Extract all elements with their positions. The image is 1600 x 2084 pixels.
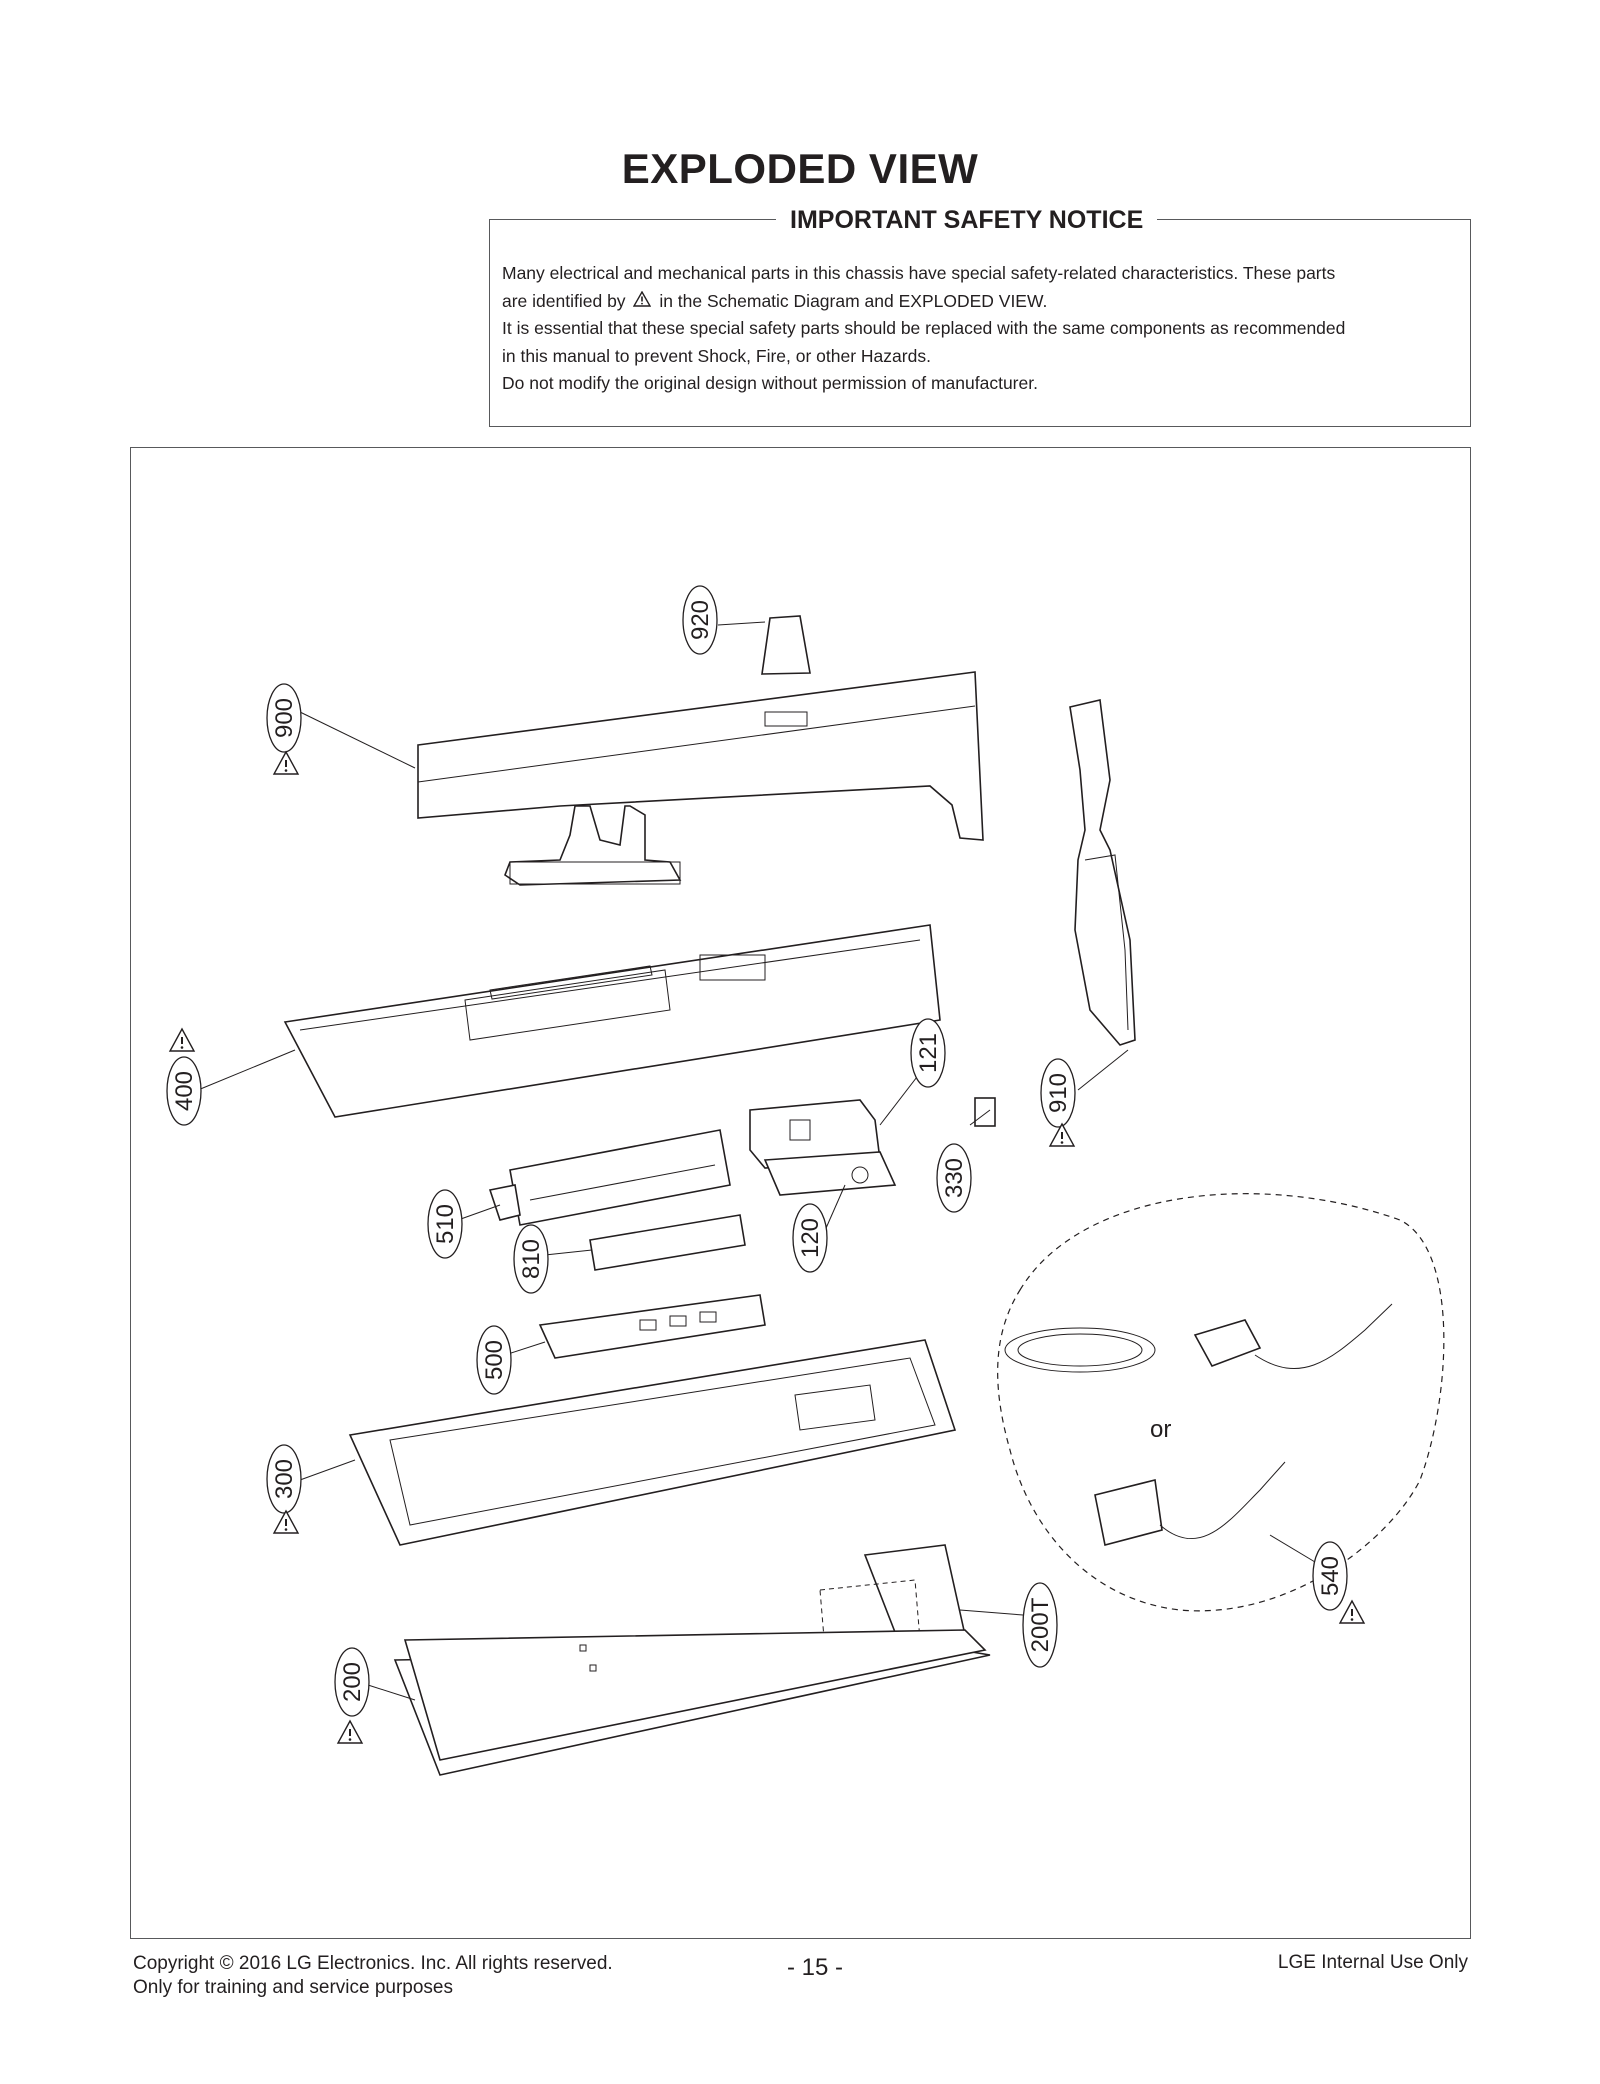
part-label-200T: 200T (1022, 1582, 1058, 1668)
warning-triangle-icon (273, 751, 299, 775)
notice-line-1: Many electrical and mechanical parts in … (502, 263, 1336, 283)
footer-purpose: Only for training and service purposes (133, 1977, 453, 1998)
part-910-side (1069, 699, 1136, 1046)
svg-text:330: 330 (941, 1158, 968, 1198)
leader-lines (197, 621, 1321, 1701)
page-title: EXPLODED VIEW (621, 145, 979, 192)
svg-text:400: 400 (171, 1071, 198, 1111)
warning-triangle-icon (273, 1510, 299, 1534)
svg-text:200: 200 (339, 1662, 366, 1702)
part-920-clip (761, 615, 811, 675)
part-500-panel-board (538, 1294, 766, 1359)
footer-copyright: Copyright © 2016 LG Electronics. Inc. Al… (133, 1953, 613, 1974)
svg-text:500: 500 (481, 1340, 508, 1380)
notice-line-3: It is essential that these special safet… (502, 318, 1346, 338)
part-label-330: 330 (936, 1143, 972, 1213)
part-540-adapter-group: or (997, 1193, 1445, 1612)
or-text: or (1150, 1416, 1171, 1443)
safety-notice-box: IMPORTANT SAFETY NOTICE Many electrical … (489, 206, 1471, 427)
notice-line-5: Do not modify the original design withou… (502, 373, 1038, 393)
exploded-view-frame (130, 447, 1471, 1939)
svg-text:900: 900 (271, 698, 298, 738)
notice-line-2: are identified by in the Schematic Diagr… (502, 288, 1460, 316)
svg-text:910: 910 (1045, 1073, 1072, 1113)
part-label-810: 810 (513, 1224, 549, 1294)
safety-notice-heading: IMPORTANT SAFETY NOTICE (776, 206, 1158, 235)
part-810-speaker (589, 1214, 746, 1271)
safety-notice-body: Many electrical and mechanical parts in … (502, 260, 1460, 398)
notice-line-2-start: are identified by (502, 290, 626, 311)
warning-triangle-icon (1049, 1123, 1075, 1147)
part-label-121: 121 (910, 1018, 946, 1088)
page-number: - 15 - (786, 1954, 843, 1981)
notice-line-2-end: in the Schematic Diagram and EXPLODED VI… (659, 290, 1048, 311)
part-label-400: 400 (166, 1056, 202, 1126)
footer-copyright-block: Copyright © 2016 LG Electronics. Inc. Al… (133, 1952, 613, 2000)
svg-text:120: 120 (797, 1218, 824, 1258)
part-510-board (488, 1129, 731, 1226)
warning-triangle-icon (630, 288, 654, 316)
svg-text:540: 540 (1317, 1556, 1344, 1596)
warning-triangle-icon (169, 1028, 195, 1052)
part-300-chassis (348, 1339, 957, 1546)
svg-text:121: 121 (915, 1033, 942, 1073)
part-label-510: 510 (427, 1189, 463, 1259)
part-330-connector (974, 1097, 996, 1127)
notice-line-4: in this manual to prevent Shock, Fire, o… (502, 345, 931, 366)
part-label-900: 900 (266, 683, 302, 753)
part-label-120: 120 (792, 1203, 828, 1273)
svg-text:200T: 200T (1027, 1597, 1054, 1652)
warning-triangle-icon (1339, 1600, 1365, 1624)
part-200-panel (393, 1629, 991, 1776)
part-label-300: 300 (266, 1444, 302, 1514)
warning-triangle-icon (337, 1720, 363, 1744)
part-120-holder (763, 1151, 897, 1196)
part-label-540: 540 (1312, 1541, 1348, 1611)
svg-text:920: 920 (687, 600, 714, 640)
svg-text:810: 810 (518, 1239, 545, 1279)
part-900-stand (417, 671, 984, 886)
svg-text:510: 510 (432, 1204, 459, 1244)
part-label-910: 910 (1040, 1058, 1076, 1128)
footer-classification: LGE Internal Use Only (1277, 1952, 1468, 1973)
part-400-housing (283, 924, 941, 1118)
svg-text:300: 300 (271, 1459, 298, 1499)
part-label-200: 200 (334, 1647, 370, 1717)
part-label-500: 500 (476, 1325, 512, 1395)
part-label-920: 920 (682, 585, 718, 655)
